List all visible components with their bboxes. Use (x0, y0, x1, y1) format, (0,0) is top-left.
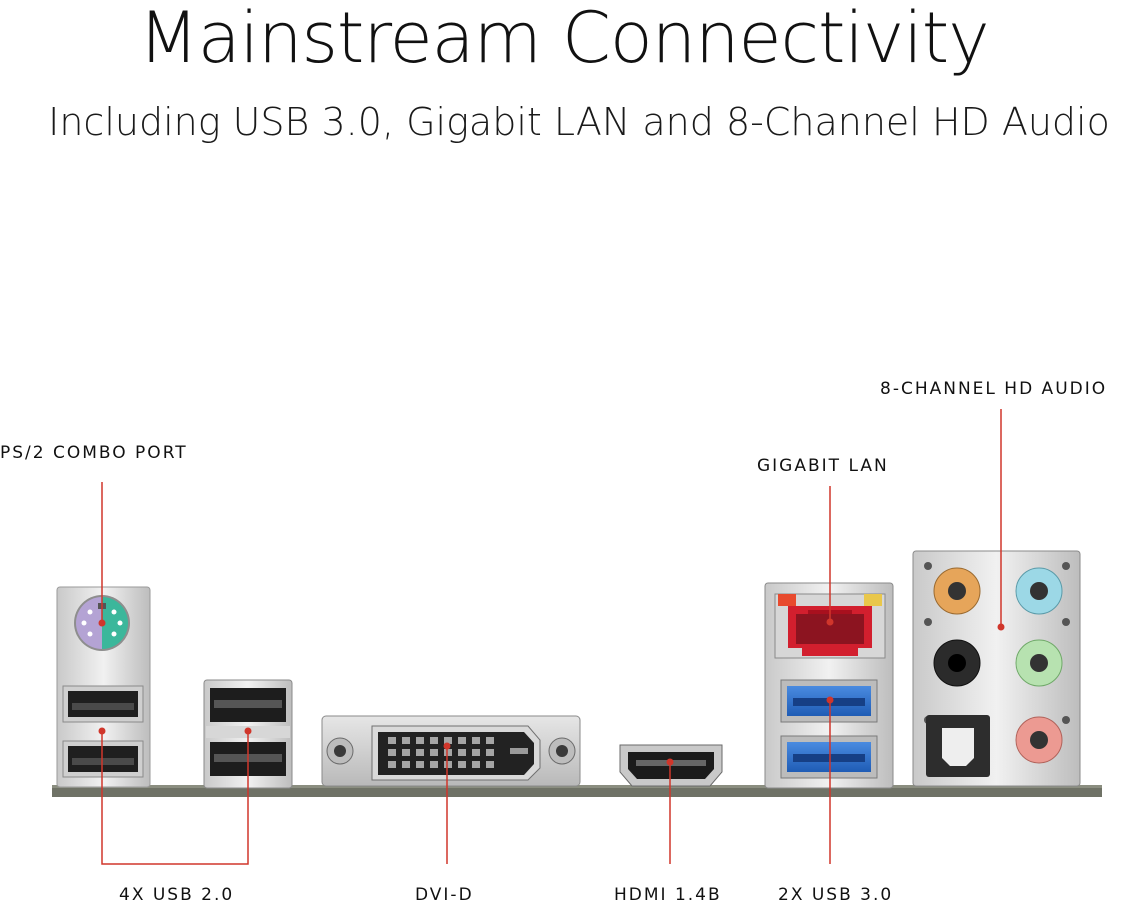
dvi-pin (430, 761, 438, 768)
hdmi-port (619, 744, 723, 787)
hdmi-label: HDMI 1.4B (614, 885, 722, 905)
dvi-d-label: DVI-D (415, 885, 474, 905)
dvi-pin (458, 749, 466, 756)
dvi-pin (444, 761, 452, 768)
usb3-label: 2X USB 3.0 (778, 885, 894, 905)
audio-jack (1015, 716, 1063, 764)
callout-dots (98, 618, 1005, 766)
dvi-pin (402, 737, 410, 744)
dvi-pin (444, 749, 452, 756)
dvi-pin (430, 749, 438, 756)
dvi-pin (416, 737, 424, 744)
audio-jack (933, 567, 981, 615)
dvi-pin (402, 761, 410, 768)
dvi-pin (444, 737, 452, 744)
dvi-port (321, 715, 581, 787)
page-title: Mainstream Connectivity (138, 0, 989, 79)
page-subtitle: Including USB 3.0, Gigabit LAN and 8-Cha… (48, 100, 1110, 144)
hd-audio-label: 8-CHANNEL HD AUDIO (880, 379, 1108, 399)
usb2-label: 4X USB 2.0 (119, 885, 235, 905)
dvi-pin (416, 749, 424, 756)
dvi-pin (458, 737, 466, 744)
usb3-port (780, 735, 878, 779)
usb2-port (62, 685, 144, 723)
dvi-pin (458, 761, 466, 768)
dvi-pin (388, 737, 396, 744)
dvi-pin (472, 737, 480, 744)
audio-jack (1015, 567, 1063, 615)
audio-panel (912, 550, 1081, 787)
dvi-pin (486, 749, 494, 756)
dvi-pin (486, 737, 494, 744)
dvi-pin (472, 761, 480, 768)
gigabit-lan-label: GIGABIT LAN (757, 456, 889, 476)
ps2-combo-port-label: PS/2 COMBO PORT (0, 443, 188, 463)
audio-jack (1015, 639, 1063, 687)
dvi-pin (388, 749, 396, 756)
dvi-pin (486, 761, 494, 768)
callout-leader-lines (101, 409, 1002, 865)
audio-jack (933, 639, 981, 687)
dvi-pin (472, 749, 480, 756)
usb2-port (62, 740, 144, 778)
dvi-pin (416, 761, 424, 768)
dvi-pin (430, 737, 438, 744)
dvi-pin (402, 749, 410, 756)
lan-usb3-stack (764, 582, 894, 789)
optical-spdif-port (926, 715, 990, 777)
ps2-usb-stack (56, 586, 151, 788)
dvi-pin (388, 761, 396, 768)
